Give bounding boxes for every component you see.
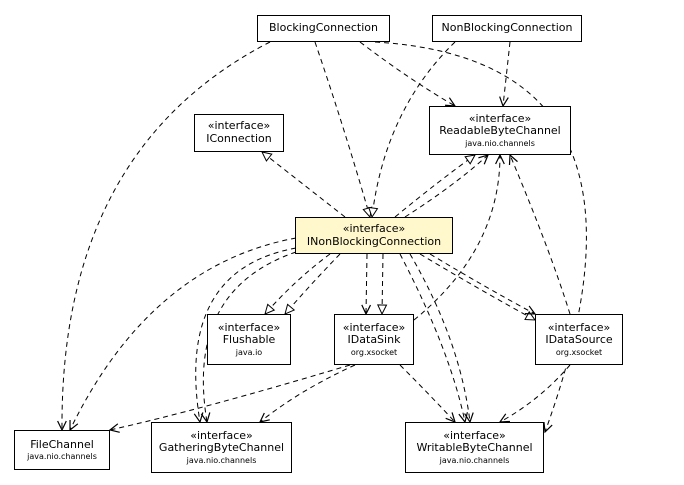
node-stereotype: «interface» bbox=[217, 320, 281, 334]
edge-nonblocking-to-readable bbox=[499, 41, 511, 108]
node-name: ReadableByteChannel bbox=[439, 124, 561, 138]
edge-inonblocking-to-idatasink-2 bbox=[377, 253, 388, 316]
edge-idatasink-to-filechannel bbox=[108, 364, 351, 433]
node-name: Flushable bbox=[222, 333, 276, 347]
edge-inonblocking-to-flushable-2 bbox=[284, 253, 341, 315]
node-stereotype: «interface» bbox=[190, 428, 253, 442]
hollow-arrowhead bbox=[261, 151, 273, 162]
node-name: BlockingConnection bbox=[268, 21, 378, 35]
edge-inonblocking-to-idatasource-1 bbox=[419, 253, 537, 321]
node-stereotype: «interface» bbox=[342, 221, 406, 235]
edge-inonblocking-to-readable-1 bbox=[394, 154, 476, 218]
node-blocking-connection[interactable]: BlockingConnection bbox=[257, 15, 390, 42]
edge-blocking-to-inonblocking bbox=[314, 41, 373, 219]
hollow-arrowhead bbox=[464, 154, 476, 165]
edge-idatasink-to-gathering bbox=[258, 364, 356, 423]
edge-inonblocking-to-readable-2 bbox=[404, 154, 490, 218]
node-inonblocking-connection[interactable]: «interface» INonBlockingConnection bbox=[295, 217, 453, 254]
node-stereotype: «interface» bbox=[547, 320, 611, 334]
node-name: NonBlockingConnection bbox=[441, 21, 573, 35]
open-arrowhead bbox=[495, 153, 505, 165]
node-package: java.nio.channels bbox=[27, 452, 97, 462]
node-nonblocking-connection[interactable]: NonBlockingConnection bbox=[432, 15, 582, 42]
node-package: java.io bbox=[235, 348, 263, 358]
node-name: WritableByteChannel bbox=[416, 441, 533, 455]
node-name: IConnection bbox=[206, 132, 272, 145]
hollow-arrowhead bbox=[377, 304, 388, 316]
edge-inonblocking-to-iconnection bbox=[261, 151, 346, 218]
node-file-channel[interactable]: FileChannel java.nio.channels bbox=[14, 430, 110, 470]
hollow-arrowhead bbox=[524, 310, 537, 321]
edge-inonblocking-to-flushable-1 bbox=[264, 253, 331, 315]
edge-inonblocking-to-idatasink-1 bbox=[361, 253, 372, 316]
edge-nonblocking-to-inonblocking bbox=[368, 41, 456, 219]
edge-idatasource-to-readable bbox=[508, 153, 571, 315]
node-name: FileChannel bbox=[30, 437, 94, 451]
open-arrowhead bbox=[444, 97, 457, 107]
edge-idatasource-to-writable bbox=[498, 364, 571, 423]
node-writable-byte-channel[interactable]: «interface» WritableByteChannel java.nio… bbox=[405, 422, 544, 473]
node-package: java.nio.channels bbox=[465, 139, 535, 149]
node-package: java.nio.channels bbox=[186, 456, 257, 466]
open-arrowhead bbox=[498, 413, 511, 423]
open-arrowhead bbox=[508, 153, 518, 166]
node-iconnection[interactable]: «interface» IConnection bbox=[194, 114, 284, 152]
edge-idatasink-to-writable bbox=[399, 364, 456, 424]
node-name: IDataSource bbox=[545, 333, 613, 347]
node-idatasource[interactable]: «interface» IDataSource org.xsocket bbox=[535, 314, 623, 365]
node-name: IDataSink bbox=[347, 333, 401, 347]
open-arrowhead bbox=[108, 423, 120, 433]
open-arrowhead bbox=[543, 421, 553, 434]
open-arrowhead bbox=[478, 154, 490, 165]
node-stereotype: «interface» bbox=[443, 428, 506, 442]
node-package: org.xsocket bbox=[350, 348, 398, 358]
node-name: GatheringByteChannel bbox=[158, 441, 285, 455]
node-stereotype: «interface» bbox=[207, 119, 271, 133]
edge-blocking-to-filechannel bbox=[57, 41, 271, 432]
node-stereotype: «interface» bbox=[468, 111, 532, 125]
node-package: java.nio.channels bbox=[439, 456, 510, 466]
edge-inonblocking-to-writable-2 bbox=[409, 253, 474, 424]
node-gathering-byte-channel[interactable]: «interface» GatheringByteChannel java.ni… bbox=[151, 422, 292, 473]
node-flushable[interactable]: «interface» Flushable java.io bbox=[207, 314, 291, 365]
node-stereotype: «interface» bbox=[342, 320, 406, 334]
edge-idatasink-to-readable bbox=[413, 153, 505, 321]
hollow-arrowhead bbox=[368, 206, 379, 219]
hollow-arrowhead bbox=[284, 303, 296, 315]
node-readable-byte-channel[interactable]: «interface» ReadableByteChannel java.nio… bbox=[429, 106, 571, 155]
hollow-arrowhead bbox=[264, 303, 276, 315]
node-idatasink[interactable]: «interface» IDataSink org.xsocket bbox=[334, 314, 414, 365]
node-name: INonBlockingConnection bbox=[306, 234, 442, 248]
node-package: org.xsocket bbox=[555, 348, 603, 358]
edge-inonblocking-to-idatasource-2 bbox=[429, 253, 537, 315]
